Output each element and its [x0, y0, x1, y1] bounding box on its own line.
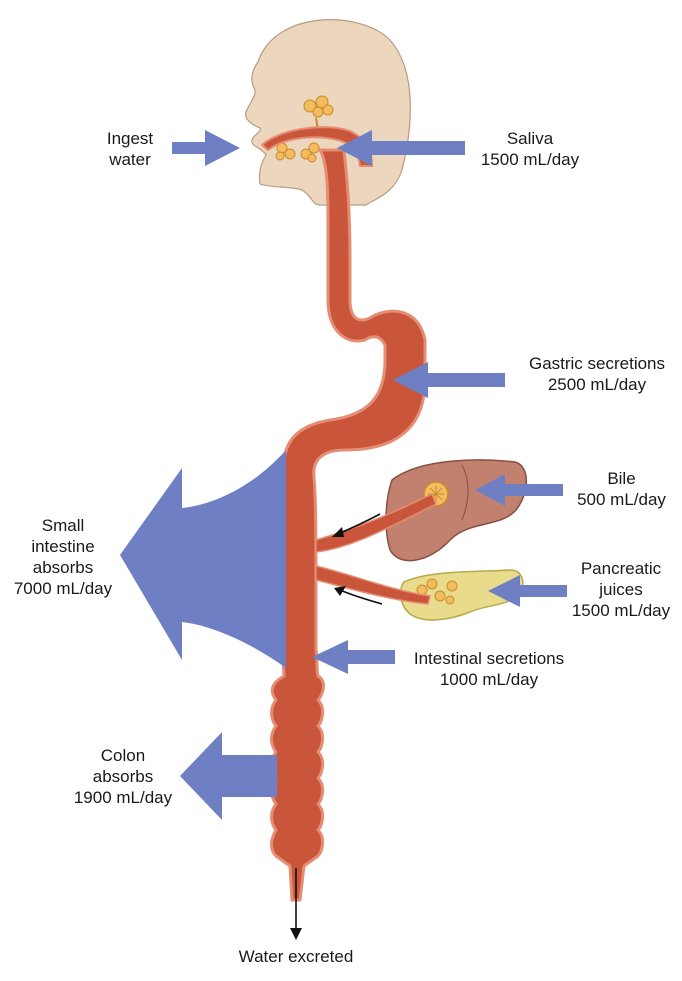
- pancreatic-duct: [315, 565, 431, 605]
- oral-cavity: [260, 126, 374, 167]
- pancreatic-arrow: [488, 575, 567, 607]
- ingest-arrow: [172, 130, 240, 166]
- gi-tract: [270, 148, 427, 902]
- intestinal-arrow: [312, 640, 395, 674]
- gastric-arrow: [393, 362, 505, 398]
- colon-absorbs-arrow: [180, 732, 277, 820]
- saliva-arrow: [337, 130, 465, 166]
- pancreatic-gland-icons: [416, 578, 458, 605]
- bile-arrow: [475, 474, 563, 506]
- excreted-arrow-head: [290, 928, 302, 940]
- water-excreted-label: Water excreted: [238, 947, 354, 966]
- small-intestine-absorbs-arrow: [120, 450, 286, 668]
- salivary-gland-icons: [275, 95, 334, 163]
- flow-arrows: [120, 130, 567, 820]
